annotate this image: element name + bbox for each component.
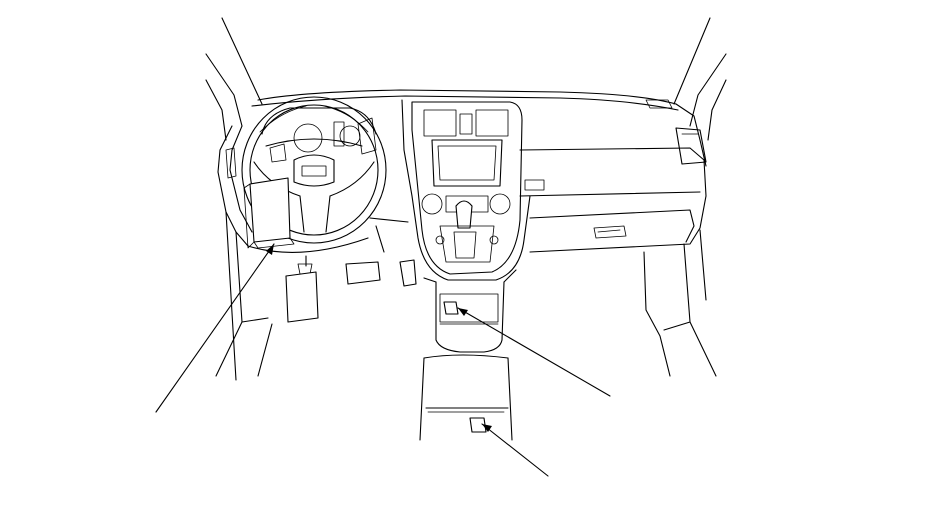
- steering-wheel: [241, 96, 387, 244]
- center-console-box: [419, 354, 513, 441]
- instrument-cluster: [261, 107, 377, 163]
- right-dash-side: [519, 127, 707, 253]
- center-stack: [401, 99, 531, 281]
- pedals: [285, 255, 417, 323]
- right-footwell: [643, 229, 717, 377]
- gear-shifter: [435, 200, 499, 263]
- right-a-pillar: [673, 17, 727, 141]
- left-footwell: [215, 211, 273, 381]
- callout-fuse-box: [155, 243, 275, 413]
- left-a-pillar: [205, 17, 263, 141]
- fuse-box-cover: [243, 177, 295, 249]
- dashboard-top: [251, 89, 707, 167]
- center-console-front: [423, 269, 517, 353]
- lower-dash-left: [247, 217, 409, 253]
- left-dash-side: [217, 125, 253, 247]
- callout-console-socket: [481, 423, 549, 477]
- callout-front-socket: [457, 307, 611, 397]
